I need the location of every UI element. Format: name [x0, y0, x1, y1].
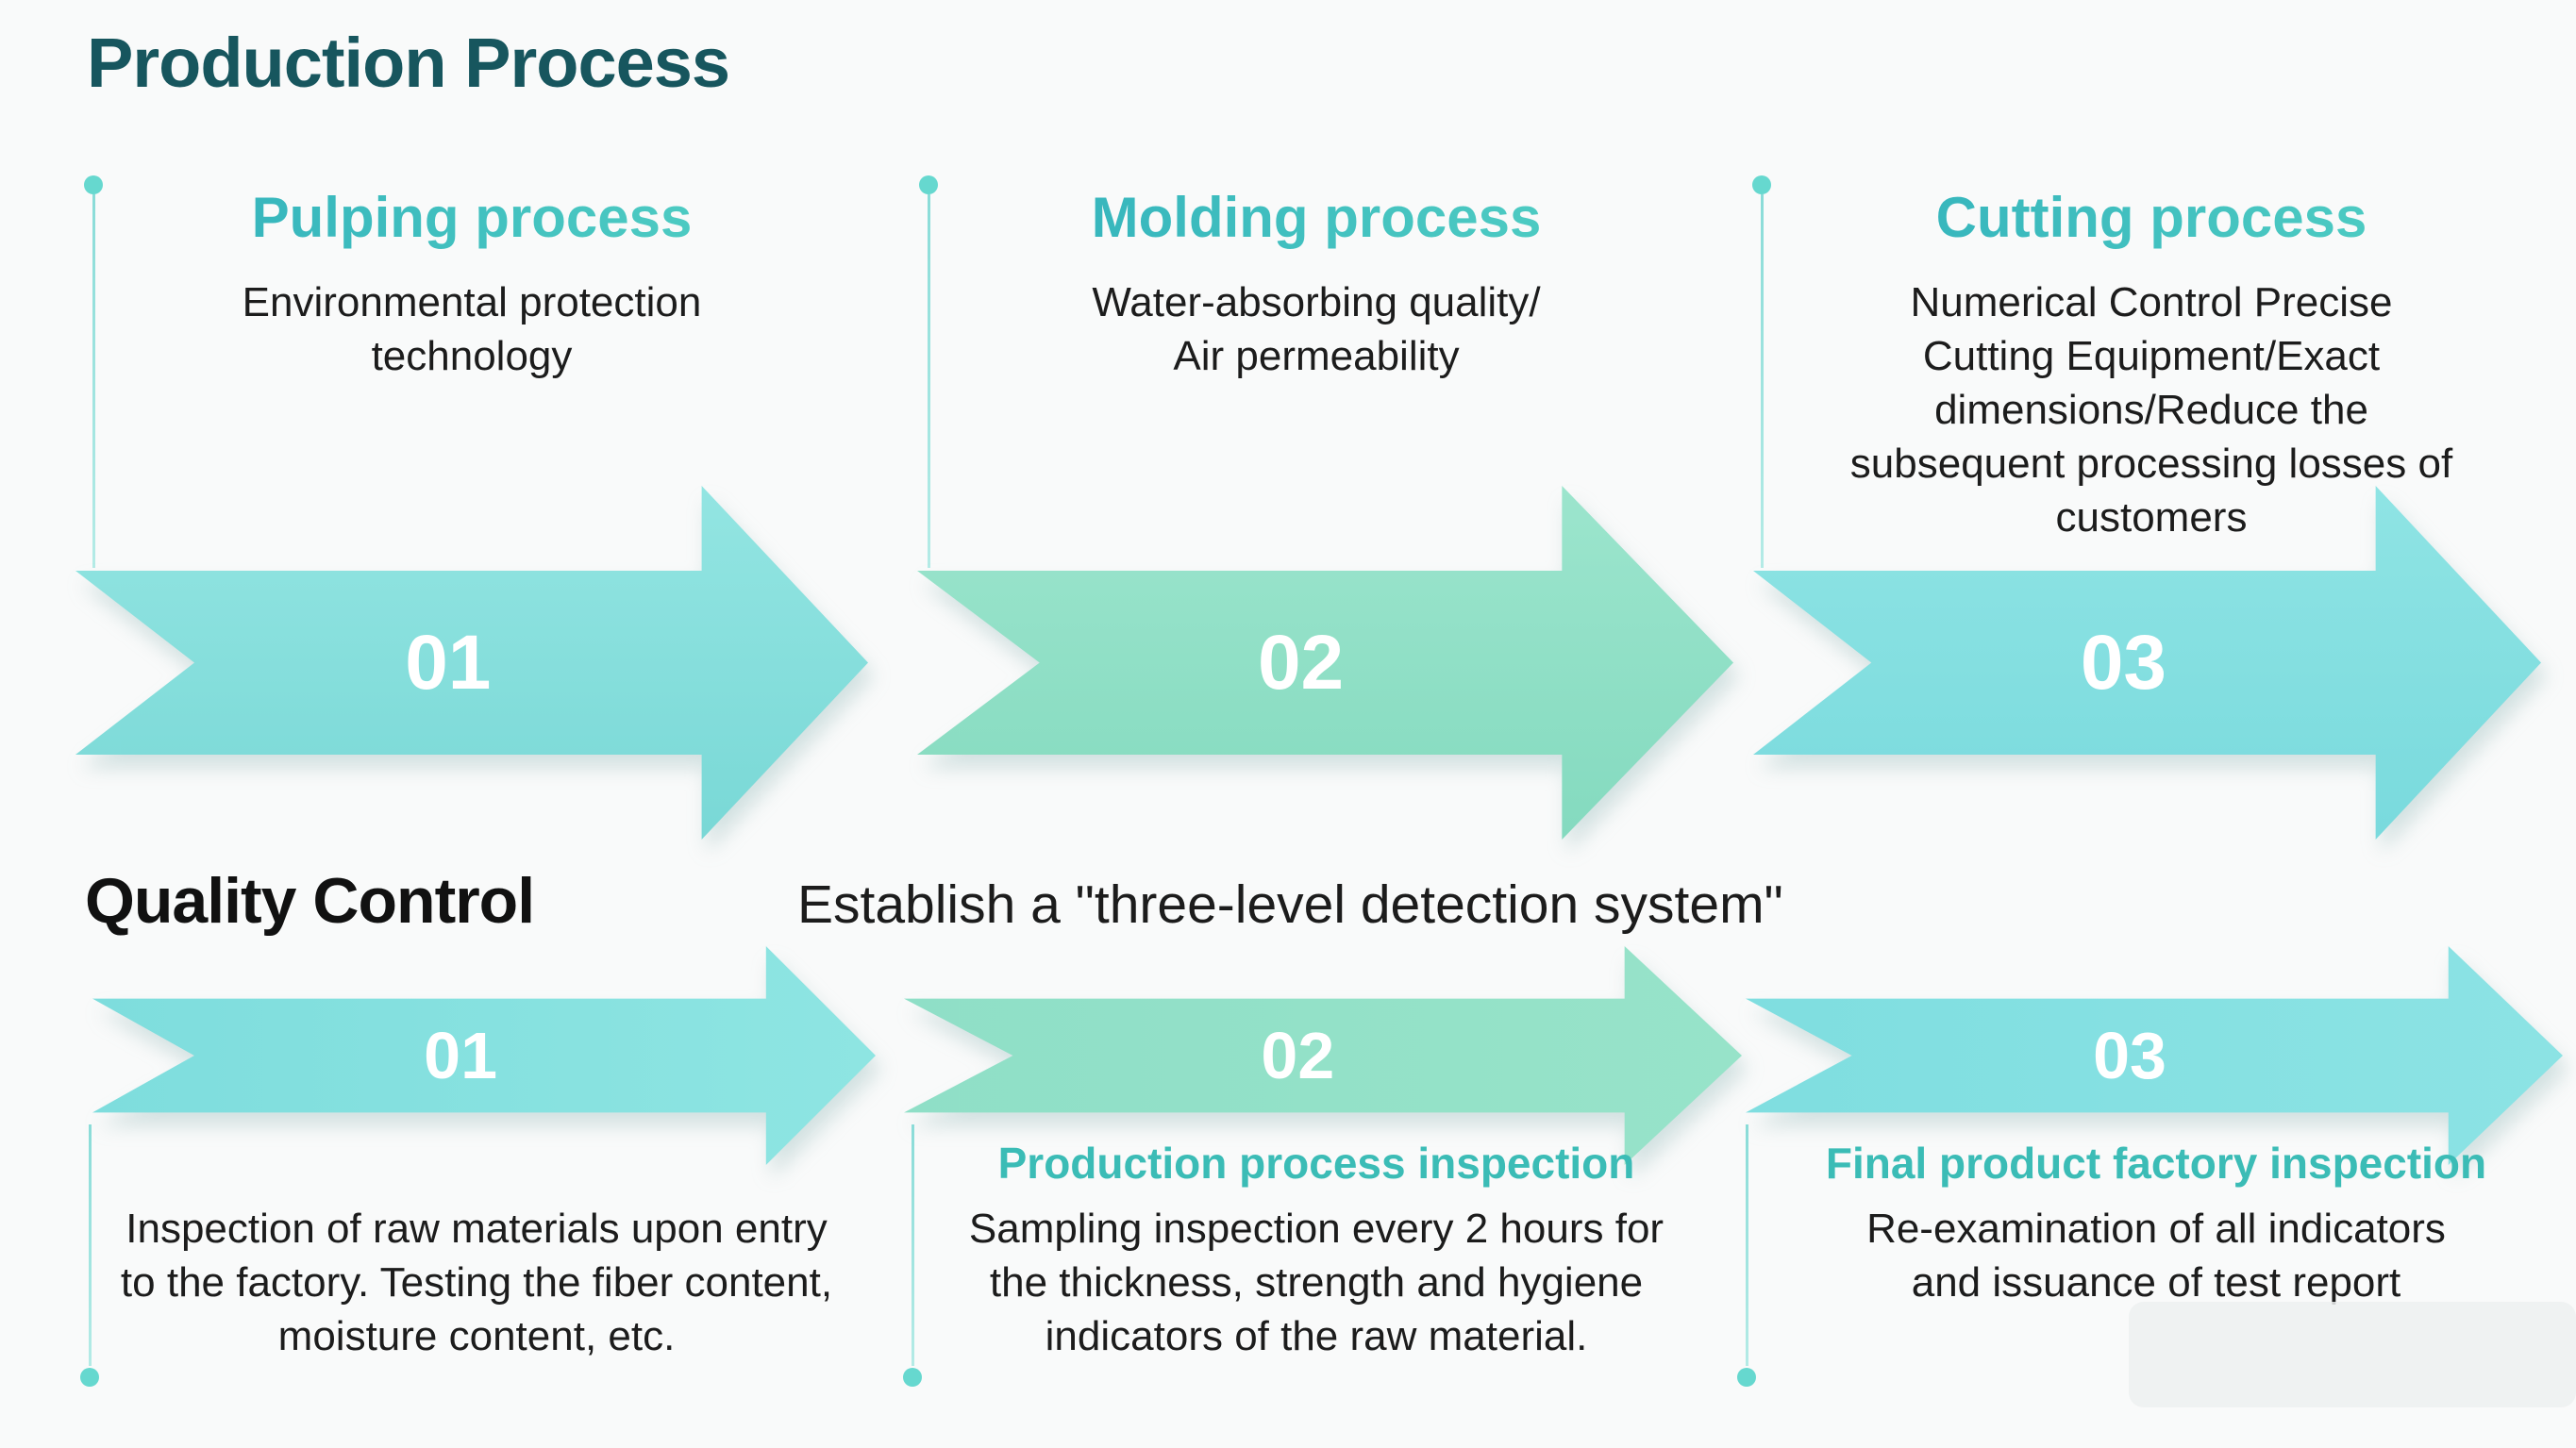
step-number: 02 [1257, 619, 1345, 706]
step-number: 03 [2093, 1019, 2166, 1092]
quality-arrow-01: 01 [92, 946, 876, 1165]
quality-control-title: Quality Control [85, 865, 535, 937]
quality-description: Sampling inspection every 2 hours for th… [968, 1206, 1664, 1359]
quality-heading-final-inspection: Final product factory inspection [1825, 1139, 2487, 1188]
process-arrow-02: 02 [917, 486, 1733, 840]
quality-control-subtitle: Establish a "three-level detection syste… [797, 874, 1783, 935]
step-description: Environmental protection technology [242, 279, 702, 379]
timeline-dot [919, 175, 938, 194]
timeline-line [928, 194, 930, 568]
timeline-dot [84, 175, 103, 194]
step-number: 01 [405, 619, 492, 706]
process-arrow-01: 01 [75, 486, 868, 840]
step-heading-molding: Molding process [920, 185, 1713, 250]
quality-arrow-03: 03 [1746, 946, 2563, 1165]
step-number: 03 [2080, 619, 2167, 706]
timeline-line [92, 194, 95, 568]
step-number: 01 [424, 1019, 498, 1092]
quality-description: Inspection of raw materials upon entry t… [120, 1206, 833, 1359]
step-description: Water-absorbing quality/ Air permeabilit… [1092, 279, 1541, 379]
quality-arrow-02: 02 [904, 946, 1742, 1165]
step-heading-pulping: Pulping process [80, 185, 863, 250]
step-description: Numerical Control Precise Cutting Equipm… [1849, 279, 2453, 541]
timeline-line [89, 1124, 92, 1366]
quality-heading-production-inspection: Production process inspection [997, 1139, 1635, 1188]
step-number: 02 [1261, 1019, 1335, 1092]
production-process-title: Production Process [87, 24, 730, 102]
timeline-dot [1737, 1368, 1756, 1387]
timeline-line [912, 1124, 914, 1366]
step-heading-cutting: Cutting process [1755, 185, 2548, 250]
timeline-dot [1752, 175, 1771, 194]
timeline-line [1761, 194, 1764, 568]
watermark-box [2129, 1302, 2576, 1407]
timeline-line [1746, 1124, 1748, 1366]
quality-description: Re-examination of all indicators and iss… [1866, 1206, 2446, 1306]
process-arrow-03: 03 [1753, 486, 2541, 840]
timeline-dot [80, 1368, 99, 1387]
timeline-dot [903, 1368, 922, 1387]
